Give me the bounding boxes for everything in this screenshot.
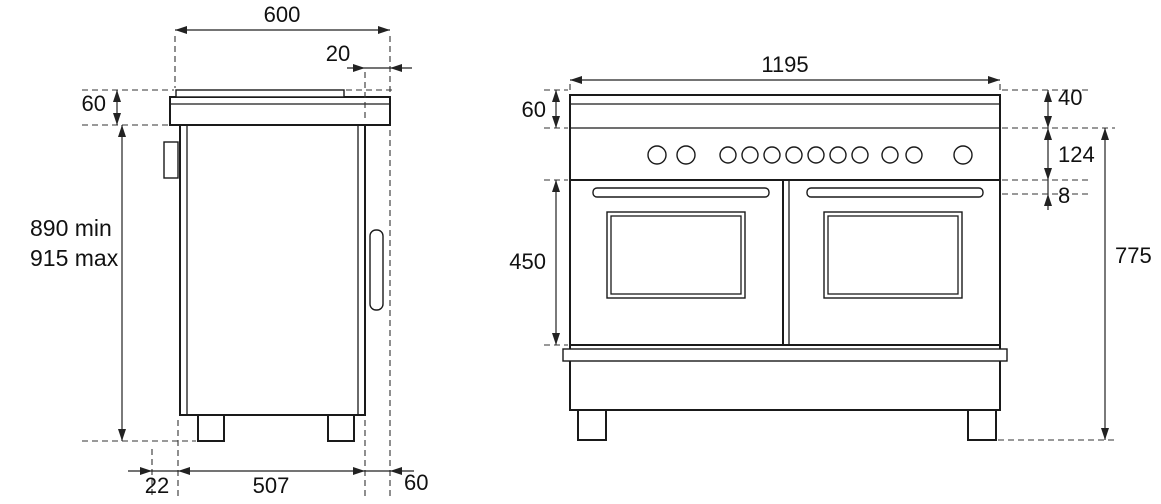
knob (647, 145, 667, 165)
side-hob-profile (175, 89, 345, 98)
front-dim-hob-height: 60 (522, 89, 568, 129)
knob (905, 146, 923, 164)
front-foot-right (967, 409, 997, 441)
dim-label-side-height-min: 890 min (30, 215, 112, 241)
dim-label-front-top-band: 40 (1058, 85, 1082, 110)
side-door-handle (369, 229, 384, 311)
front-dim-panel-height: 124 (1044, 128, 1095, 180)
dim-label-side-hob-height: 60 (82, 91, 106, 116)
dim-label-front-width: 1195 (761, 52, 808, 77)
side-dim-overall-height: 890 min 915 max (30, 125, 196, 442)
side-dim-top-width: 600 (174, 2, 391, 95)
front-foot-left (577, 409, 607, 441)
knob (829, 146, 847, 164)
front-view: 1195 60 450 40 (509, 52, 1152, 441)
front-dim-door-height: 450 (509, 179, 568, 346)
dim-label-side-bottom-front: 60 (404, 470, 428, 495)
knob (676, 145, 696, 165)
side-rear-fitting (163, 141, 179, 179)
front-dim-top-band: 40 (1002, 85, 1115, 129)
front-base (562, 348, 1008, 441)
knob (881, 146, 899, 164)
knob (807, 146, 825, 164)
side-view: 600 20 60 890 min 915 max (30, 2, 428, 498)
knob (719, 146, 737, 164)
side-foot-left (197, 414, 225, 442)
side-dim-hob-height: 60 (82, 89, 392, 126)
dim-label-side-top-width: 600 (264, 2, 301, 27)
front-oven-doors (569, 179, 1001, 346)
front-control-knobs (647, 145, 973, 165)
front-dim-panel-gap: 8 (1002, 179, 1090, 210)
front-trim-rail (562, 348, 1008, 362)
dim-label-front-panel-gap: 8 (1058, 183, 1070, 208)
knob (741, 146, 759, 164)
knob (763, 146, 781, 164)
front-dim-total-height: 775 (998, 128, 1152, 441)
knob (851, 146, 869, 164)
dim-label-front-door-height: 450 (509, 249, 546, 274)
left-door-window (606, 211, 746, 299)
side-dim-overhang: 20 (326, 41, 412, 122)
dim-label-side-height-max: 915 max (30, 245, 119, 271)
dim-label-front-panel-height: 124 (1058, 142, 1095, 167)
side-foot-right (327, 414, 355, 442)
right-door-handle (806, 187, 984, 198)
dim-label-side-overhang: 20 (326, 41, 350, 66)
dim-label-side-bottom-rear: 22 (145, 473, 169, 498)
side-dim-bottom: 22 507 60 (128, 130, 428, 498)
knob (953, 145, 973, 165)
dim-label-front-hob-height: 60 (522, 97, 546, 122)
side-body (163, 124, 384, 416)
side-worktop (169, 89, 391, 126)
right-door-window (823, 211, 963, 299)
knob (785, 146, 803, 164)
left-door-handle (592, 187, 770, 198)
dim-label-front-total-height: 775 (1115, 243, 1152, 268)
side-feet (197, 414, 355, 442)
front-dim-width: 1195 (569, 52, 1001, 93)
dim-label-side-bottom-depth: 507 (253, 473, 290, 498)
